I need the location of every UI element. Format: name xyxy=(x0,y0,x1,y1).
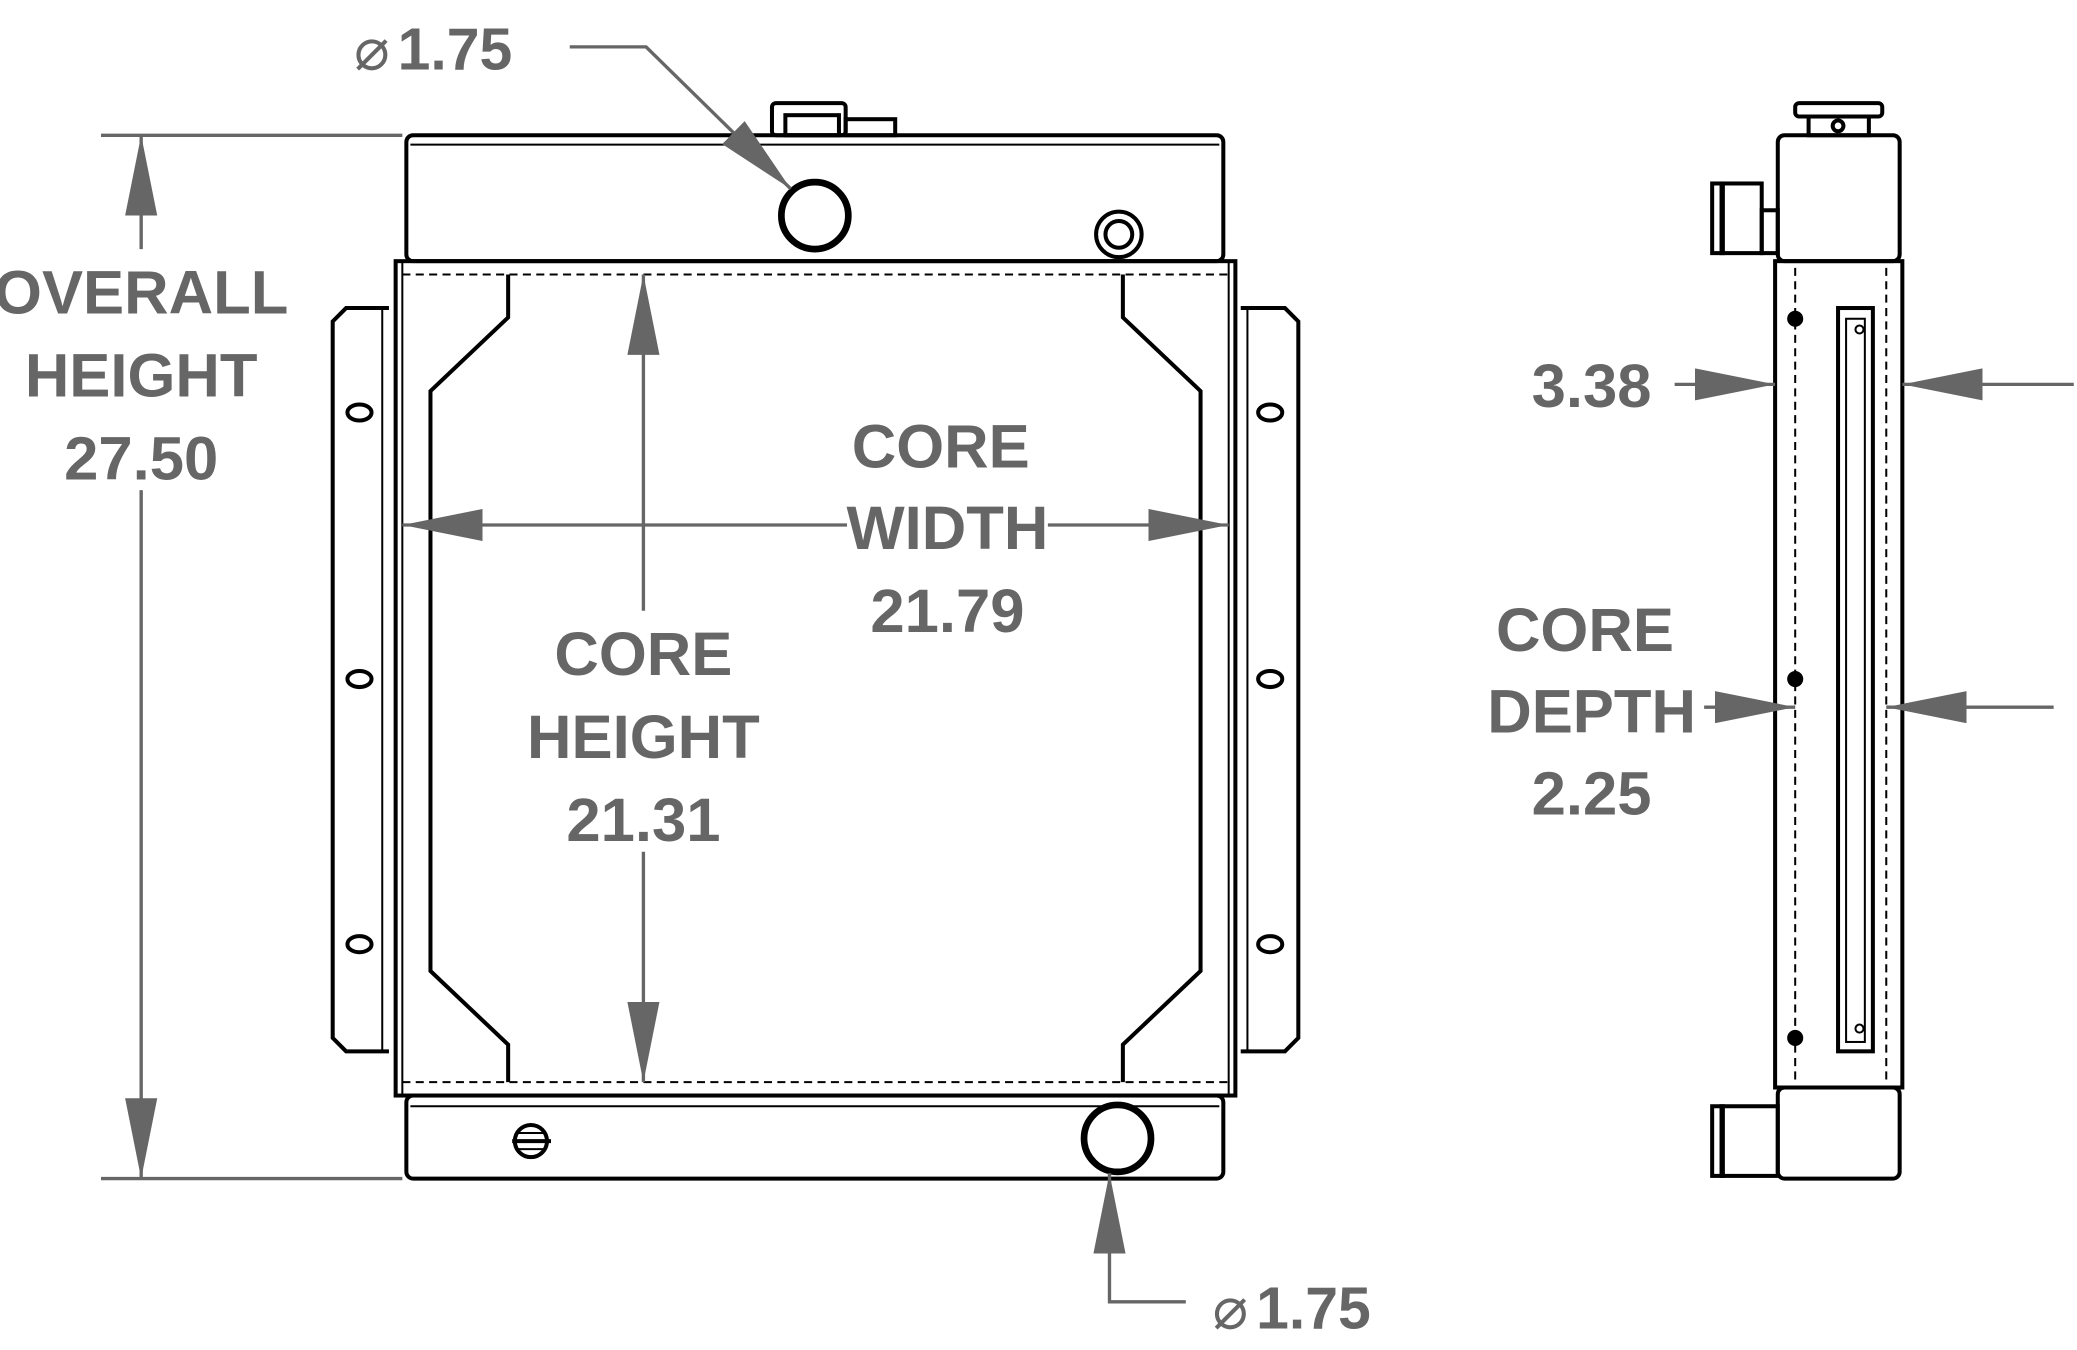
core-depth-label-2: DEPTH xyxy=(1487,678,1696,747)
overall-height-dimension: OVERALL HEIGHT 27.50 xyxy=(0,133,403,1181)
diameter-symbol: ⌀ xyxy=(354,18,389,83)
svg-text:⌀1.75: ⌀1.75 xyxy=(1213,1277,1371,1342)
side-filler-cap xyxy=(1793,101,1885,138)
top-tank xyxy=(404,133,1226,264)
overall-depth-dimension: 3.38 xyxy=(1532,352,2074,421)
filler-cap xyxy=(769,101,898,138)
core-width-label-1: CORE xyxy=(852,412,1030,481)
diameter-symbol: ⌀ xyxy=(1213,1277,1248,1342)
core-height-label-1: CORE xyxy=(554,620,732,689)
bottom-tank xyxy=(404,1093,1226,1181)
overall-height-label-2: HEIGHT xyxy=(25,341,258,410)
small-fitting xyxy=(1094,209,1144,260)
side-core xyxy=(1773,259,1905,1090)
side-bottom-tank xyxy=(1775,1085,1902,1181)
core-height-dimension: CORE HEIGHT 21.31 xyxy=(527,274,760,1083)
svg-text:⌀1.75: ⌀1.75 xyxy=(354,18,512,83)
drain-plug xyxy=(512,1122,551,1160)
core-height-value: 21.31 xyxy=(566,786,720,855)
front-view xyxy=(330,101,1301,1181)
outlet-diameter-callout: ⌀1.75 xyxy=(1093,1173,1371,1342)
core-depth-dimension: CORE DEPTH 2.25 xyxy=(1487,596,2054,828)
core-width-label-2: WIDTH xyxy=(847,494,1049,563)
side-inlet-stub xyxy=(1710,181,1780,256)
core-height-label-2: HEIGHT xyxy=(527,703,760,772)
core-depth-label-1: CORE xyxy=(1496,596,1674,665)
side-view xyxy=(1710,101,1905,1181)
inlet-diameter-value: 1.75 xyxy=(398,18,513,83)
outlet-diameter-value: 1.75 xyxy=(1256,1277,1371,1342)
core xyxy=(393,259,1238,1098)
right-bracket xyxy=(1240,306,1301,1054)
overall-height-value: 27.50 xyxy=(64,424,218,493)
outlet-port xyxy=(1080,1101,1155,1176)
core-depth-value: 2.25 xyxy=(1532,759,1652,828)
inlet-diameter-callout: ⌀1.75 xyxy=(354,18,792,191)
inlet-port xyxy=(778,178,852,253)
overall-height-label-1: OVERALL xyxy=(0,258,288,327)
left-bracket xyxy=(330,306,389,1054)
side-outlet-stub xyxy=(1710,1104,1780,1178)
core-width-dimension: CORE WIDTH 21.79 xyxy=(402,412,1229,646)
core-width-value: 21.79 xyxy=(870,577,1024,646)
overall-depth-value: 3.38 xyxy=(1532,352,1652,421)
side-top-tank xyxy=(1775,133,1902,264)
